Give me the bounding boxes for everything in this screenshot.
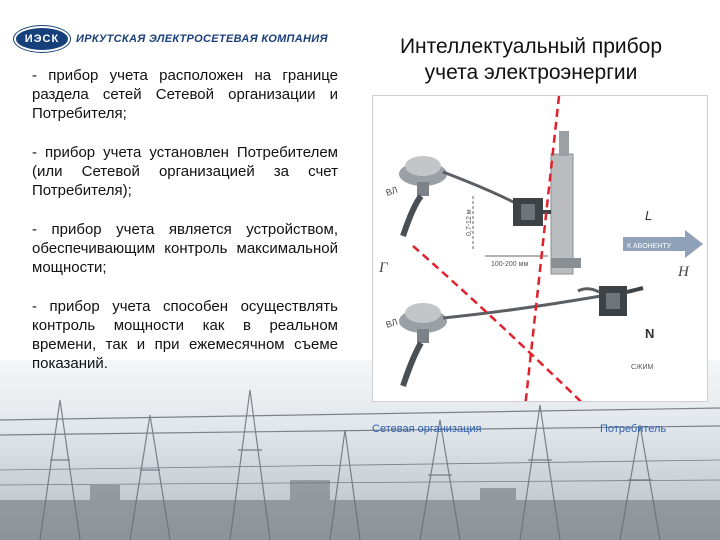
meter-device bbox=[513, 131, 581, 275]
company-logo: ИЭСК ИРКУТСКАЯ ЭЛЕКТРОСЕТЕВАЯ КОМПАНИЯ bbox=[16, 28, 328, 50]
caption-network-organization: Сетевая организация bbox=[372, 423, 482, 435]
bullet-item: - прибор учета способен осуществлять кон… bbox=[32, 298, 338, 372]
boundary-divider-line bbox=[524, 96, 561, 401]
label-G: Г bbox=[378, 260, 389, 276]
label-N: N bbox=[645, 326, 654, 341]
insulator-top bbox=[399, 156, 447, 237]
bullet-item: - прибор учета является устройством, обе… bbox=[32, 221, 338, 276]
caption-consumer: Потребитель bbox=[600, 423, 667, 435]
bullet-item: - прибор учета установлен Потребителем (… bbox=[32, 144, 338, 199]
company-name: ИРКУТСКАЯ ЭЛЕКТРОСЕТЕВАЯ КОМПАНИЯ bbox=[76, 33, 328, 45]
title-line-2: учета электроэнергии bbox=[424, 61, 638, 84]
bullet-list: - прибор учета расположен на границе раз… bbox=[32, 66, 338, 393]
dimension-horizontal: 100-200 мм bbox=[491, 261, 528, 268]
subscriber-arrow bbox=[623, 230, 703, 258]
logo-mark: ИЭСК bbox=[16, 28, 68, 50]
dimension-vertical: 0,7-12 м bbox=[466, 209, 473, 236]
bullet-item: - прибор учета расположен на границе раз… bbox=[32, 67, 338, 122]
insulator-bottom bbox=[399, 303, 447, 387]
label-vl-bottom: ВЛ bbox=[385, 317, 399, 330]
clamp-label: СЖИМ bbox=[631, 364, 654, 371]
label-H: Н bbox=[677, 264, 690, 280]
label-L: L bbox=[645, 208, 652, 223]
slide-title: Интеллектуальный прибор учета электроэне… bbox=[350, 34, 712, 86]
meter-installation-diagram: ВЛ ВЛ L N Г Н К АБОНЕНТУ 0,7-12 м 100-20… bbox=[372, 95, 708, 402]
clamp-neutral bbox=[577, 286, 644, 316]
arrow-label: К АБОНЕНТУ bbox=[627, 243, 672, 250]
title-line-1: Интеллектуальный прибор bbox=[399, 35, 663, 58]
label-vl-top: ВЛ bbox=[385, 185, 399, 198]
